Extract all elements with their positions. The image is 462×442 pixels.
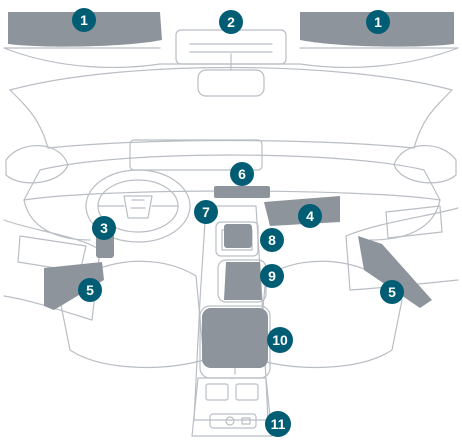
svg-text:9: 9 <box>268 268 276 284</box>
rear-vent-panel <box>192 378 272 436</box>
a-pillar-left <box>10 90 48 148</box>
side-mirror-right <box>394 146 456 183</box>
steering-hub <box>124 196 152 218</box>
svg-text:1: 1 <box>374 14 382 30</box>
callout-usb-socket: 7 <box>194 200 218 224</box>
svg-text:7: 7 <box>202 204 210 220</box>
a-pillar-right <box>414 90 452 148</box>
svg-text:3: 3 <box>100 220 108 236</box>
svg-text:6: 6 <box>238 166 246 182</box>
rear-view-mirror <box>198 70 264 96</box>
callout-door-pocket-right: 5 <box>380 280 404 304</box>
svg-text:11: 11 <box>271 416 286 432</box>
callout-wireless-charger: 8 <box>260 228 284 252</box>
callout-dashboard-storage: 6 <box>230 162 254 186</box>
callout-sun-visor-right: 1 <box>366 10 390 34</box>
svg-text:5: 5 <box>86 282 94 298</box>
callout-overhead-console: 2 <box>219 10 243 34</box>
svg-text:5: 5 <box>388 284 396 300</box>
side-mirror-left <box>6 146 68 183</box>
callout-driver-storage-left: 3 <box>92 216 116 240</box>
cup-holders-area <box>224 262 262 300</box>
rear-socket-strip <box>210 414 256 428</box>
dashboard-storage-area <box>214 186 270 198</box>
windscreen-top <box>10 68 452 91</box>
svg-text:4: 4 <box>306 208 314 224</box>
callout-rear-sockets: 11 <box>265 411 291 437</box>
callout-armrest-storage: 10 <box>267 327 293 353</box>
wireless-charger-area <box>224 224 252 248</box>
callout-door-pocket-left: 5 <box>78 278 102 302</box>
svg-text:1: 1 <box>80 12 88 28</box>
svg-text:2: 2 <box>227 14 235 30</box>
callout-cup-holders: 9 <box>260 264 284 288</box>
svg-text:10: 10 <box>272 332 288 348</box>
armrest-storage-area <box>202 308 268 368</box>
windscreen-bottom <box>48 141 414 149</box>
callout-glovebox: 4 <box>298 204 322 228</box>
svg-text:8: 8 <box>268 232 276 248</box>
callout-sun-visor-left: 1 <box>72 8 96 32</box>
